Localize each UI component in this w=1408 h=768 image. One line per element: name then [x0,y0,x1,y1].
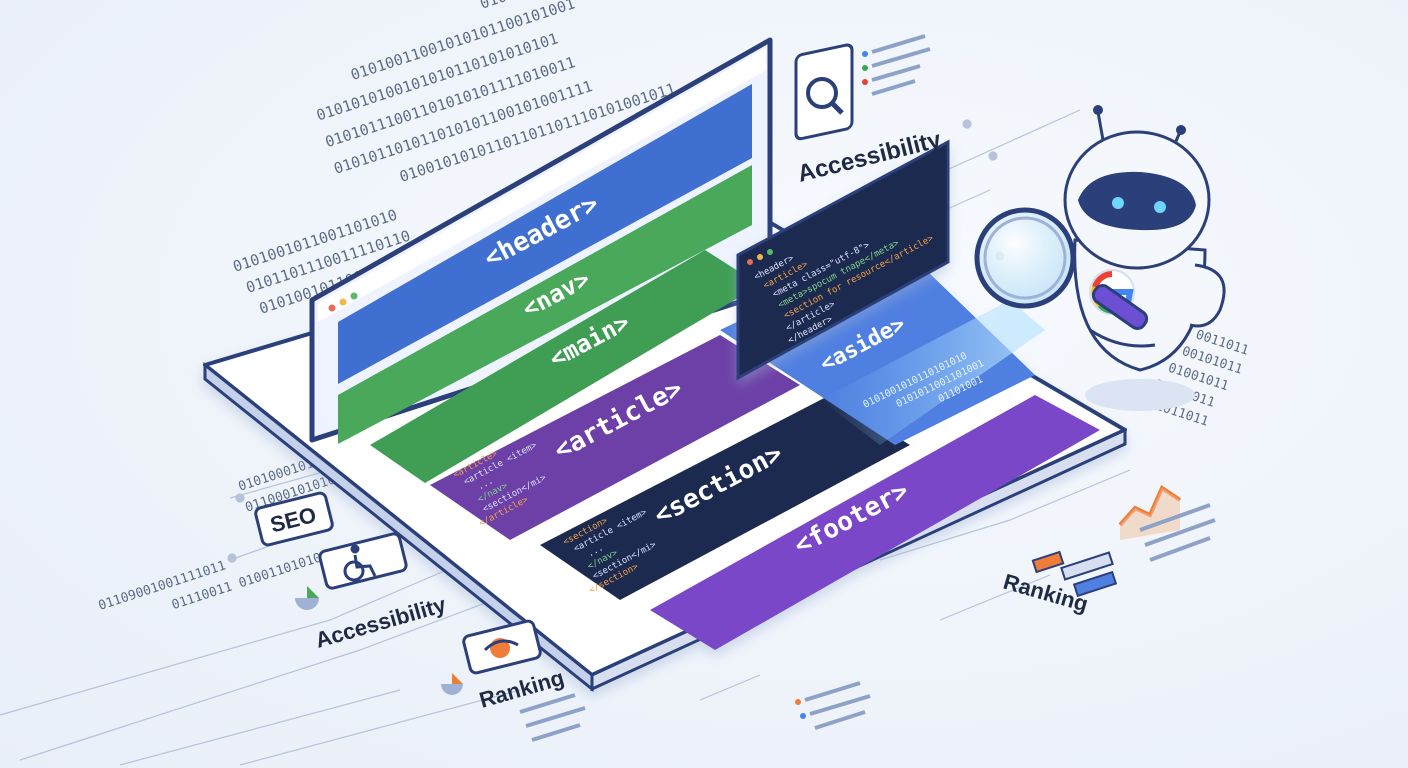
footer-block [650,395,1100,650]
list-lines [795,681,871,730]
pie-icon [295,598,319,610]
robot-eye-right [1154,201,1166,213]
main-block [370,250,760,483]
nav-block [338,165,752,444]
list-lines [1139,503,1216,562]
scan-beam [820,300,1045,445]
window-dot-yellow [339,298,347,306]
code-panel: <header> <article> <meta class="utf-8"> … [736,139,950,381]
panel-dot-green [767,249,773,255]
ranking-bottom-label: Ranking [476,665,566,713]
list-lines [862,34,931,96]
header-block [338,84,752,384]
wheelchair-icon [343,544,377,582]
window-dot-red [328,304,336,312]
panel-dot-red [747,259,753,265]
section-block [540,395,910,600]
bar-blocks-icon [1031,550,1118,598]
accessibility-left-label: Accessibility [312,591,449,652]
article-block [430,335,800,540]
seo-badge: SEO [254,491,334,547]
search-icon [806,77,838,109]
robot-eye-left [1112,197,1124,209]
magnifying-glass-icon [974,207,1149,330]
robot-crawler: G [974,105,1226,411]
connector-lines [0,109,1131,766]
pie-icon [441,684,463,695]
robot-visor [1078,171,1196,231]
list-lines [519,693,586,742]
ranking-right-badge: Ranking [1001,485,1216,617]
panel-dot-yellow [757,254,763,260]
browser-window [309,37,773,444]
window-dot-green [350,292,358,300]
